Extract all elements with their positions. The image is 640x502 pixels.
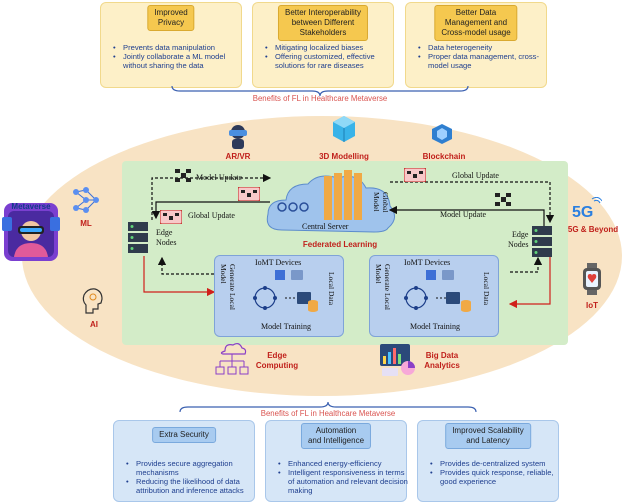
ai-label: AI [90, 320, 98, 329]
iomt-title: IoMT Devices [404, 258, 451, 267]
big-data-label: Big Data Analytics [424, 351, 460, 370]
fl-arrows [143, 173, 555, 309]
benefit-list: Provides de-centralized system Provides … [428, 459, 564, 486]
iomt-title: IoMT Devices [255, 258, 302, 267]
benefit-title: Automation and Intelligence [300, 423, 372, 449]
top-brace [171, 85, 469, 97]
global-model-label: Global Model [372, 192, 390, 213]
list-item: Reducing the likelihood of data attribut… [126, 477, 260, 495]
local-data-label: Local Data [327, 272, 336, 306]
edge-nodes-right-label: Edge Nodes [508, 230, 529, 249]
blockchain-icon [430, 122, 454, 146]
model-update-left-label: Model Update [196, 173, 242, 182]
iomt-box-right: IoMT Devices Generate Local Model Local … [369, 255, 499, 337]
ml-label: ML [80, 219, 92, 228]
list-item: Provides de-centralized system [430, 459, 564, 468]
federated-learning-title: Federated Learning [302, 240, 378, 249]
edge-computing-label: Edge Computing [255, 351, 299, 370]
benefit-list: Provides secure aggregation mechanisms R… [124, 459, 260, 495]
generate-local-model-label: Generate Local Model [374, 264, 392, 311]
list-item: Mitigating localized biases [265, 43, 399, 52]
benefit-title: Better Interoperability between Differen… [277, 5, 369, 41]
iomt-devices-icon [404, 270, 471, 312]
benefit-title: Improved Scalability and Latency [445, 423, 531, 449]
list-item: Enhanced energy-efficiency [278, 459, 412, 468]
model-update-right-label: Model Update [440, 210, 486, 219]
list-item: Prevents data manipulation [113, 43, 247, 52]
list-item: Data heterogeneity [418, 43, 552, 52]
arvr-label: AR/VR [225, 152, 251, 161]
metaverse-label: Metaverse [11, 202, 51, 211]
iomt-box-left: IoMT Devices Generate Local Model Local … [214, 255, 344, 337]
3d-modelling-label: 3D Modelling [319, 152, 369, 161]
edge-node-right-icon [532, 226, 552, 258]
model-training-label: Model Training [410, 322, 461, 331]
local-data-label: Local Data [482, 272, 491, 306]
cube-icon [331, 114, 357, 144]
iot-label: IoT [586, 301, 598, 310]
smartwatch-icon [581, 263, 603, 295]
generate-local-model-label: Generate Local Model [219, 264, 237, 311]
benefit-box-automation: Automation and Intelligence Enhanced ene… [265, 420, 408, 502]
edge-nodes-left-label: Edge Nodes [156, 228, 177, 247]
benefit-box-data-management: Better Data Management and Cross-model u… [405, 2, 547, 88]
edge-node-left-icon [128, 222, 148, 254]
update-left-icon [237, 186, 261, 202]
arvr-icon [227, 124, 249, 150]
model-training-label: Model Training [261, 322, 312, 331]
benefit-title: Extra Security [152, 427, 216, 443]
benefit-box-security: Extra Security Provides secure aggregati… [113, 420, 255, 502]
edge-computing-icon [215, 341, 249, 379]
top-caption: Benefits of FL in Healthcare Metaverse [252, 94, 388, 103]
benefit-list: Enhanced energy-efficiency Intelligent r… [276, 459, 412, 495]
5g-icon: 5G [568, 196, 603, 221]
benefit-title: Better Data Management and Cross-model u… [434, 5, 518, 41]
benefit-list: Prevents data manipulation Jointly colla… [111, 43, 247, 70]
global-update-right-icon [403, 167, 427, 183]
metaverse-avatar-icon [2, 195, 60, 263]
benefit-box-interoperability: Better Interoperability between Differen… [252, 2, 394, 88]
iomt-devices-icon [253, 270, 318, 312]
model-update-right-icon [495, 193, 511, 207]
list-item: Provides quick response, reliable, good … [430, 468, 564, 486]
benefit-box-scalability: Improved Scalability and Latency Provide… [417, 420, 559, 502]
bottom-caption: Benefits of FL in Healthcare Metaverse [260, 409, 396, 418]
server-tower-icon [322, 170, 370, 222]
bottom-brace [179, 401, 477, 413]
neural-network-icon [72, 186, 100, 214]
5g-badge-text: 5G [572, 204, 593, 221]
benefit-box-privacy: Improved Privacy Prevents data manipulat… [100, 2, 242, 88]
model-update-left-icon [175, 169, 191, 183]
central-server-label: Central Server [302, 222, 349, 231]
list-item: Proper data management, cross-model usag… [418, 52, 552, 70]
big-data-icon [378, 342, 418, 378]
5g-beyond-label: 5G & Beyond [567, 225, 619, 234]
benefit-title: Improved Privacy [147, 5, 195, 31]
list-item: Offering customized, effective solutions… [265, 52, 399, 70]
benefit-list: Mitigating localized biases Offering cus… [263, 43, 399, 70]
ai-head-icon [80, 287, 104, 315]
global-update-right-label: Global Update [452, 171, 499, 180]
benefit-list: Data heterogeneity Proper data managemen… [416, 43, 552, 70]
global-update-left-label: Global Update [188, 211, 235, 220]
blockchain-label: Blockchain [422, 152, 466, 161]
list-item: Intelligent responsiveness in terms of a… [278, 468, 412, 495]
global-update-left-icon [159, 209, 183, 225]
gear-chain-icon [276, 200, 310, 212]
list-item: Provides secure aggregation mechanisms [126, 459, 260, 477]
list-item: Jointly collaborate a ML model without s… [113, 52, 247, 70]
